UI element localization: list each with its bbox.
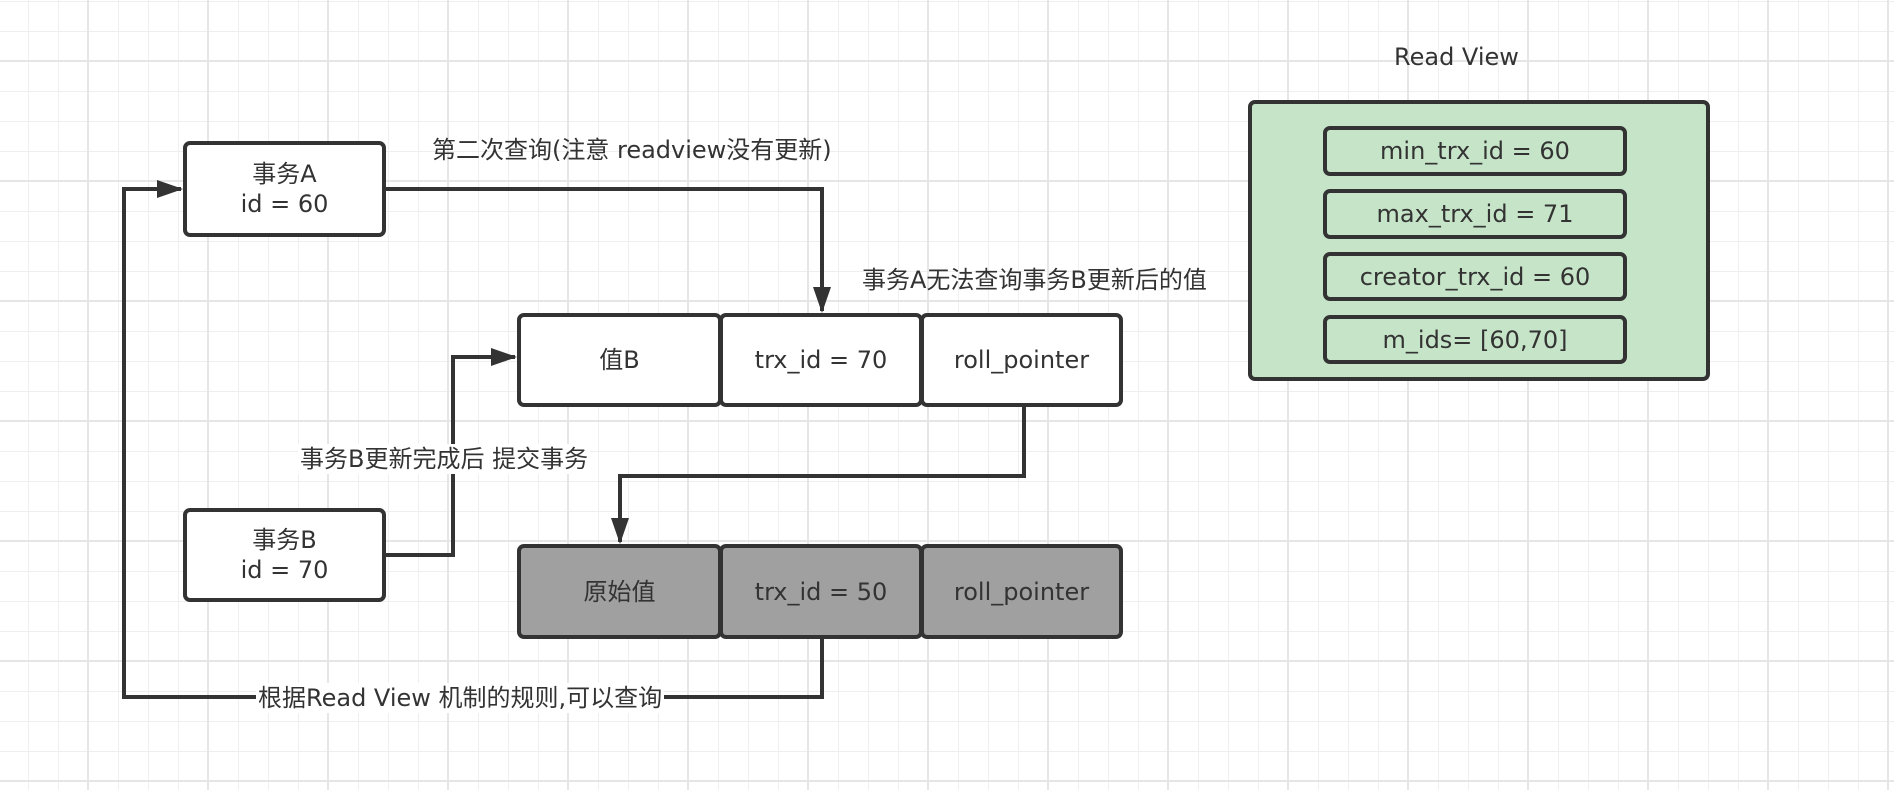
undo-record-roll-pointer-text: roll_pointer: [953, 577, 1090, 606]
edge-undo-to-a: [122, 180, 824, 699]
read-view-m-ids-text: m_ids= [60,70]: [1382, 325, 1568, 354]
read-view-creator-trx-id-text: creator_trx_id = 60: [1359, 262, 1591, 291]
read-view-creator-trx-id[interactable]: creator_trx_id = 60: [1323, 252, 1627, 301]
undo-record-value[interactable]: 原始值: [517, 544, 722, 639]
undo-record-value-text: 原始值: [583, 577, 656, 606]
label-cannot-see: 事务A无法查询事务B更新后的值: [862, 266, 1207, 294]
read-view-title: Read View: [1394, 43, 1519, 71]
transaction-a-id: id = 60: [240, 190, 329, 218]
read-view-max-trx-id-text: max_trx_id = 71: [1376, 200, 1574, 228]
read-view-min-trx-id[interactable]: min_trx_id = 60: [1323, 126, 1627, 176]
transaction-b-id: id = 70: [240, 556, 329, 584]
undo-record-roll-pointer[interactable]: roll_pointer: [920, 544, 1123, 639]
read-view-m-ids[interactable]: m_ids= [60,70]: [1323, 315, 1627, 364]
transaction-b-name: 事务B: [252, 526, 317, 554]
current-record-roll-pointer[interactable]: roll_pointer: [920, 313, 1123, 407]
current-record-trx-id[interactable]: trx_id = 70: [719, 313, 923, 407]
current-record-trx-id-text: trx_id = 70: [754, 346, 888, 374]
label-readview-rule: 根据Read View 机制的规则,可以查询: [256, 683, 665, 713]
label-b-commit: 事务B更新完成后 提交事务: [298, 444, 591, 474]
current-record-roll-pointer-text: roll_pointer: [953, 346, 1090, 374]
edge-rollpointer-to-undo: [611, 407, 1026, 544]
transaction-a-node[interactable]: 事务A id = 60: [183, 141, 386, 237]
read-view-max-trx-id[interactable]: max_trx_id = 71: [1323, 189, 1627, 239]
undo-record-trx-id[interactable]: trx_id = 50: [719, 544, 923, 639]
transaction-a-name: 事务A: [252, 160, 317, 188]
current-record-value[interactable]: 值B: [517, 313, 722, 407]
read-view-min-trx-id-text: min_trx_id = 60: [1380, 137, 1570, 165]
label-second-query: 第二次查询(注意 readview没有更新): [432, 136, 832, 164]
current-record-value-text: 值B: [599, 346, 640, 374]
edge-a-to-current-record: [385, 187, 831, 313]
transaction-b-node[interactable]: 事务B id = 70: [183, 508, 386, 602]
undo-record-trx-id-text: trx_id = 50: [754, 577, 888, 606]
